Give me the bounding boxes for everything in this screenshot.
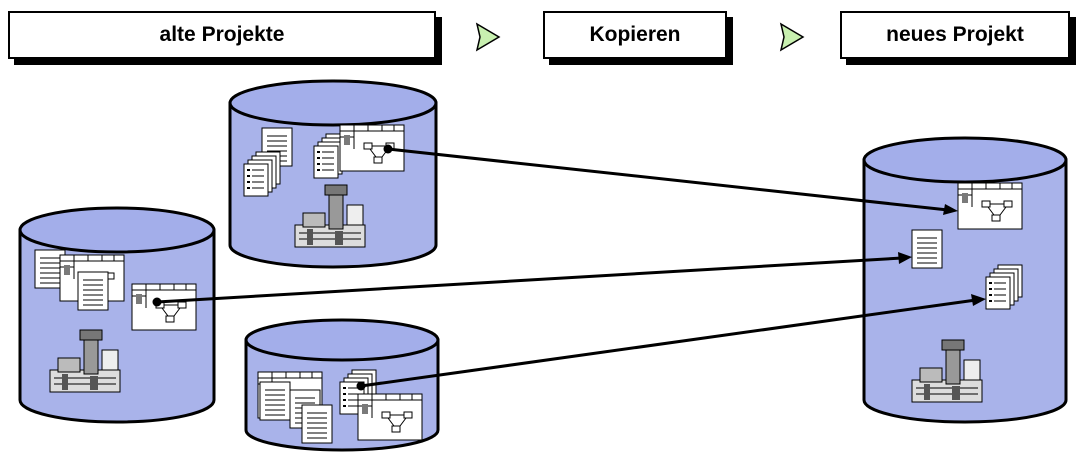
new-project-box: neues Projekt	[840, 11, 1070, 59]
copy-connector	[360, 298, 977, 388]
document-icon	[259, 381, 291, 421]
copy-connector	[387, 147, 949, 212]
connector-origin-dot	[383, 144, 393, 154]
table-flow-icon	[131, 283, 197, 331]
old-projects-label: alte Projekte	[159, 23, 285, 46]
table-flow-icon	[957, 182, 1023, 230]
document-icon	[301, 404, 333, 444]
document-icon	[77, 271, 109, 311]
connector-origin-dot	[356, 381, 366, 391]
copy-connector	[156, 256, 903, 304]
new-project-label: neues Projekt	[886, 23, 1024, 46]
connector-origin-dot	[152, 297, 162, 307]
table-flow-icon	[339, 124, 405, 172]
copy-box: Kopieren	[543, 11, 727, 59]
table-flow-icon	[357, 393, 423, 441]
connector-arrowhead	[971, 294, 986, 306]
chevron-arrow-icon	[779, 22, 805, 52]
copy-label: Kopieren	[589, 23, 681, 46]
connector-arrowhead	[943, 204, 958, 215]
connector-arrowhead	[898, 252, 912, 264]
old-projects-box: alte Projekte	[8, 11, 436, 59]
chevron-arrow-icon	[475, 22, 501, 52]
document-icon	[911, 229, 943, 269]
